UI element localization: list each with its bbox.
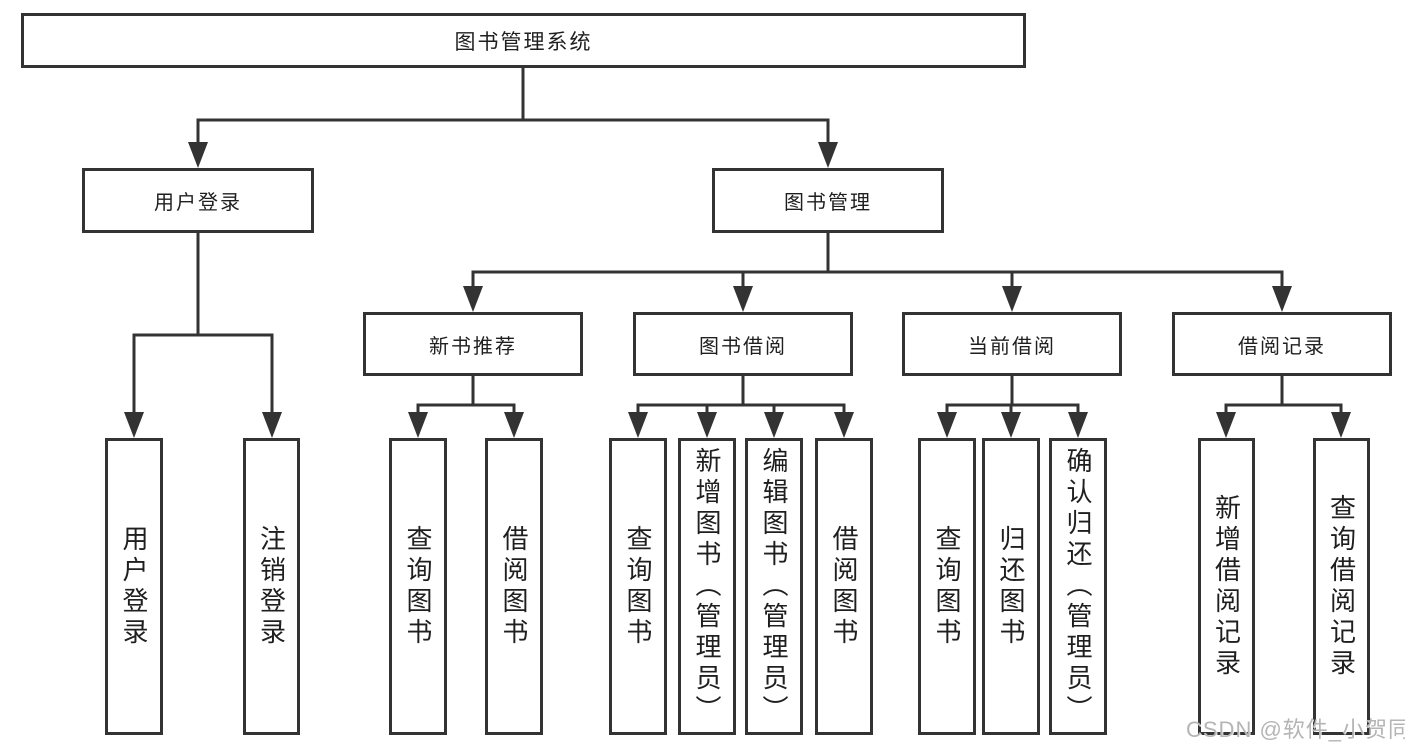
node-user-login-label: 用户登录 xyxy=(154,192,242,214)
node-new-book-recommend-label: 新书推荐 xyxy=(429,335,517,358)
arrowheads xyxy=(124,142,1351,438)
node-new-book-recommend: 新书推荐 xyxy=(363,312,583,376)
leaf-query-books-recommend: 查询图书 xyxy=(389,438,447,735)
node-root: 图书管理系统 xyxy=(21,13,1026,68)
node-book-management-label: 图书管理 xyxy=(784,192,872,214)
node-current-borrow: 当前借阅 xyxy=(902,312,1122,376)
leaf-confirm-return-admin: 确认归还（管理员） xyxy=(1049,438,1107,735)
node-book-borrow-label: 图书借阅 xyxy=(699,335,787,358)
leaf-logout: 注销登录 xyxy=(243,438,300,735)
leaf-add-borrow-record: 新增借阅记录 xyxy=(1198,438,1255,735)
node-user-login: 用户登录 xyxy=(82,168,314,233)
leaf-edit-book-admin: 编辑图书（管理员） xyxy=(745,438,803,735)
node-borrow-records-label: 借阅记录 xyxy=(1238,335,1326,358)
leaf-borrow-books-borrow: 借阅图书 xyxy=(815,438,873,735)
node-book-management: 图书管理 xyxy=(712,168,944,233)
node-borrow-records: 借阅记录 xyxy=(1172,312,1392,376)
leaf-query-borrow-record: 查询借阅记录 xyxy=(1313,438,1370,735)
leaf-query-books-current: 查询图书 xyxy=(918,438,976,735)
node-book-borrow: 图书借阅 xyxy=(633,312,853,376)
node-root-label: 图书管理系统 xyxy=(454,30,593,54)
leaf-query-books-borrow: 查询图书 xyxy=(609,438,667,735)
leaf-return-book: 归还图书 xyxy=(982,438,1040,735)
node-current-borrow-label: 当前借阅 xyxy=(968,335,1056,358)
leaf-user-login: 用户登录 xyxy=(105,438,163,735)
watermark: CSDN @软件_小贺同学 xyxy=(1186,717,1405,742)
leaf-borrow-books-recommend: 借阅图书 xyxy=(485,438,543,735)
leaf-add-book-admin: 新增图书（管理员） xyxy=(678,438,736,735)
